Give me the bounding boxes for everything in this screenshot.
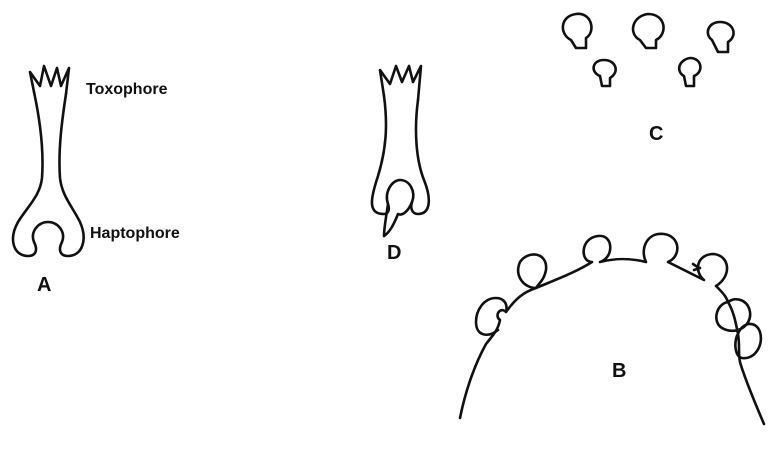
- figure-d-body: [372, 96, 429, 214]
- free-receptor-1: [563, 14, 592, 48]
- figure-a-label: A: [37, 274, 51, 297]
- figure-d-receptor: [384, 180, 413, 236]
- haptophore-label: Haptophore: [90, 225, 180, 243]
- figure-c-label: C: [649, 123, 663, 146]
- figure-c-free-receptors: [563, 14, 734, 86]
- free-receptor-2: [633, 14, 664, 48]
- free-receptor-3: [708, 22, 734, 52]
- figure-d-teeth: [380, 66, 421, 100]
- figure-b-label: B: [612, 360, 626, 383]
- toxophore-teeth: [30, 66, 69, 94]
- figure-a-toxin-molecule: [13, 66, 84, 256]
- toxin-stalk-left: [13, 92, 84, 256]
- figure-d-label: D: [387, 242, 401, 265]
- cell-membrane: [460, 234, 764, 424]
- free-receptor-4: [594, 60, 616, 86]
- figure-b-cell-with-receptors: [460, 234, 764, 424]
- toxophore-label: Toxophore: [86, 81, 167, 99]
- figure-d-bound-toxin: [372, 66, 429, 236]
- free-receptor-5: [679, 58, 700, 86]
